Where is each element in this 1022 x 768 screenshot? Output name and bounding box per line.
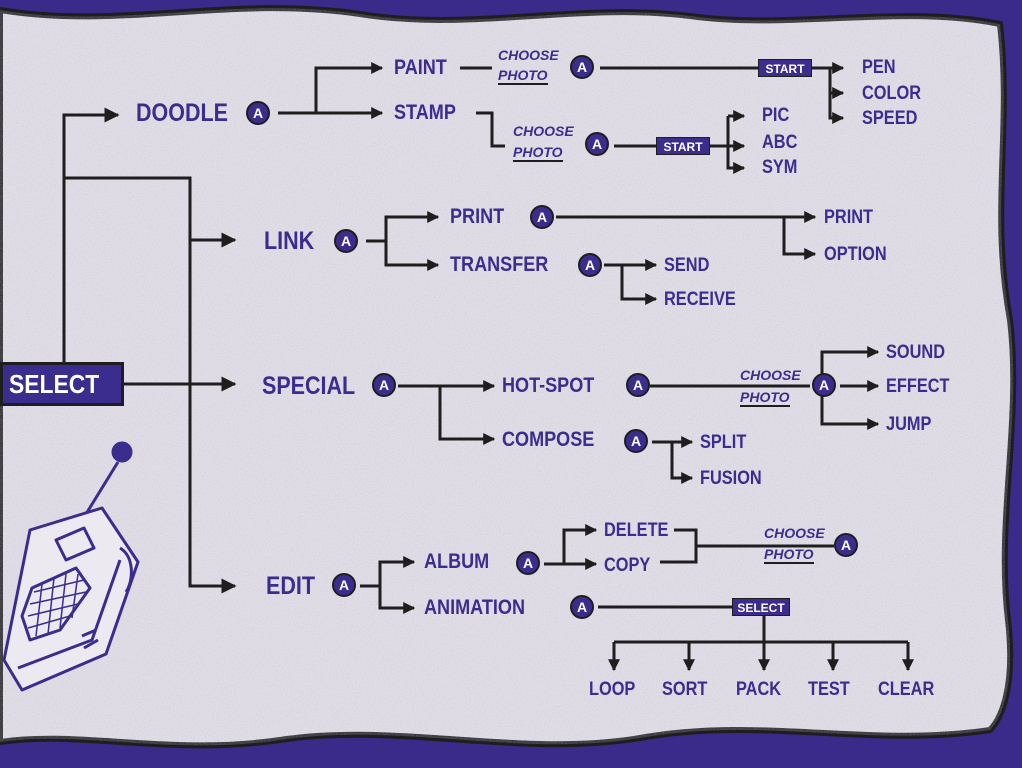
paint-option-speed: SPEED bbox=[862, 109, 917, 128]
start-box: START bbox=[758, 59, 812, 77]
transfer-node: TRANSFER bbox=[450, 254, 548, 275]
choose-label: CHOOSE bbox=[513, 124, 574, 138]
animation-option-clear: CLEAR bbox=[878, 680, 934, 699]
animation-option-loop: LOOP bbox=[589, 680, 635, 699]
choose-label: CHOOSE bbox=[764, 526, 825, 540]
paint-option-color: COLOR bbox=[862, 84, 921, 103]
a-button-icon: A bbox=[585, 132, 609, 156]
photo-label: PHOTO bbox=[498, 68, 548, 85]
a-button-icon: A bbox=[570, 55, 594, 79]
select-root-node: SELECT bbox=[0, 362, 124, 406]
stamp-option-sym: SYM bbox=[762, 158, 797, 177]
photo-label: PHOTO bbox=[740, 390, 790, 407]
print-option-print: PRINT bbox=[824, 208, 873, 227]
paint-node: PAINT bbox=[394, 57, 447, 78]
animation-node: ANIMATION bbox=[424, 597, 525, 618]
a-button-icon: A bbox=[246, 101, 270, 125]
stamp-node: STAMP bbox=[394, 102, 456, 123]
photo-label: PHOTO bbox=[764, 547, 814, 564]
hotspot-option-sound: SOUND bbox=[886, 343, 945, 362]
album-option-copy: COPY bbox=[604, 556, 650, 575]
a-button-icon: A bbox=[334, 229, 358, 253]
a-button-icon: A bbox=[626, 373, 650, 397]
hotspot-option-jump: JUMP bbox=[886, 415, 931, 434]
animation-option-pack: PACK bbox=[736, 680, 781, 699]
print-option-option: OPTION bbox=[824, 245, 887, 264]
compose-option-split: SPLIT bbox=[700, 433, 746, 452]
hotspot-node: HOT-SPOT bbox=[502, 375, 594, 396]
photo-label: PHOTO bbox=[513, 145, 563, 162]
paint-option-pen: PEN bbox=[862, 58, 896, 77]
edit-node: EDIT bbox=[266, 574, 315, 599]
choose-label: CHOOSE bbox=[740, 368, 801, 382]
a-button-icon: A bbox=[834, 533, 858, 557]
hotspot-option-effect: EFFECT bbox=[886, 377, 950, 396]
a-button-icon: A bbox=[530, 205, 554, 229]
stamp-option-abc: ABC bbox=[762, 133, 797, 152]
transfer-option-send: SEND bbox=[664, 256, 709, 275]
transfer-option-receive: RECEIVE bbox=[664, 290, 736, 309]
animation-option-sort: SORT bbox=[662, 680, 707, 699]
doodle-node: DOODLE bbox=[136, 101, 228, 126]
special-node: SPECIAL bbox=[262, 374, 355, 399]
album-node: ALBUM bbox=[424, 551, 489, 572]
compose-option-fusion: FUSION bbox=[700, 469, 762, 488]
a-button-icon: A bbox=[570, 595, 594, 619]
select-root-label: SELECT bbox=[9, 365, 99, 403]
a-button-icon: A bbox=[578, 253, 602, 277]
stamp-option-pic: PIC bbox=[762, 106, 789, 125]
a-button-icon: A bbox=[372, 373, 396, 397]
animation-option-test: TEST bbox=[808, 680, 850, 699]
a-button-icon: A bbox=[812, 373, 836, 397]
compose-node: COMPOSE bbox=[502, 429, 594, 450]
choose-label: CHOOSE bbox=[498, 48, 559, 62]
a-button-icon: A bbox=[332, 573, 356, 597]
select-box: SELECT bbox=[732, 598, 790, 616]
a-button-icon: A bbox=[624, 429, 648, 453]
print-node: PRINT bbox=[450, 206, 504, 227]
a-button-icon: A bbox=[516, 551, 540, 575]
link-node: LINK bbox=[264, 229, 314, 254]
start-box: START bbox=[656, 137, 710, 155]
album-option-delete: DELETE bbox=[604, 521, 668, 540]
